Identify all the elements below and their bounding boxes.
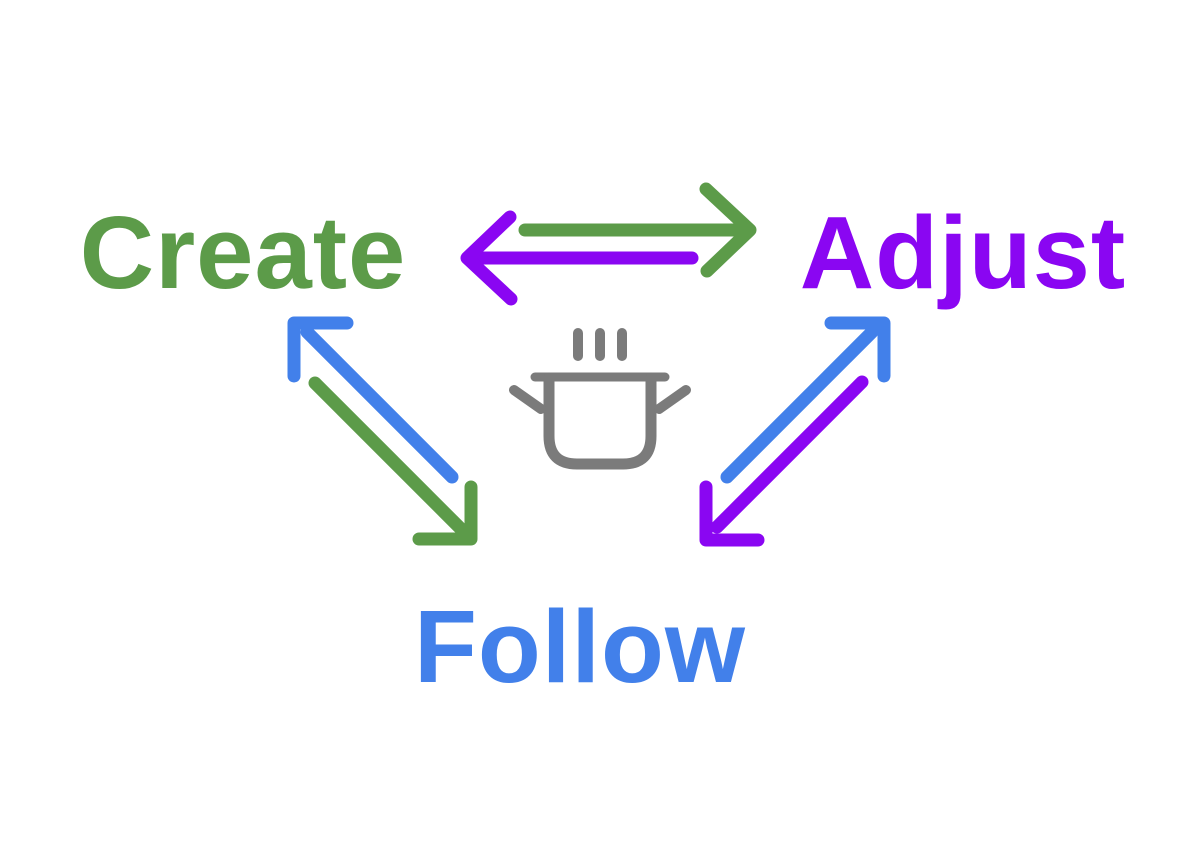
- arrow-head: [699, 182, 757, 278]
- arrow-shaft: [308, 376, 467, 535]
- arrow-head: [699, 480, 765, 547]
- arrow-head: [287, 316, 354, 383]
- pot-body: [543, 372, 657, 470]
- follow-label: Follow: [414, 589, 746, 704]
- arrow-adjust-to-create-icon: [460, 210, 699, 306]
- arrow-create-to-follow-icon: [308, 376, 478, 546]
- arrow-shaft: [720, 325, 879, 484]
- arrow-shaft: [710, 375, 869, 534]
- pot-handle-right: [654, 385, 691, 414]
- arrow-head: [460, 210, 518, 306]
- cooking-pot-icon: [509, 328, 691, 470]
- arrow-follow-to-adjust-icon: [720, 316, 891, 484]
- pot-handle-left: [509, 385, 546, 414]
- create-label: Create: [80, 195, 407, 310]
- arrow-head: [824, 316, 891, 383]
- arrow-follow-to-create-icon: [287, 316, 459, 484]
- adjust-label: Adjust: [800, 195, 1126, 310]
- arrow-adjust-to-follow-icon: [699, 375, 869, 547]
- arrow-create-to-adjust-icon: [518, 182, 757, 278]
- arrow-head: [412, 480, 478, 546]
- arrow-shaft: [300, 325, 459, 484]
